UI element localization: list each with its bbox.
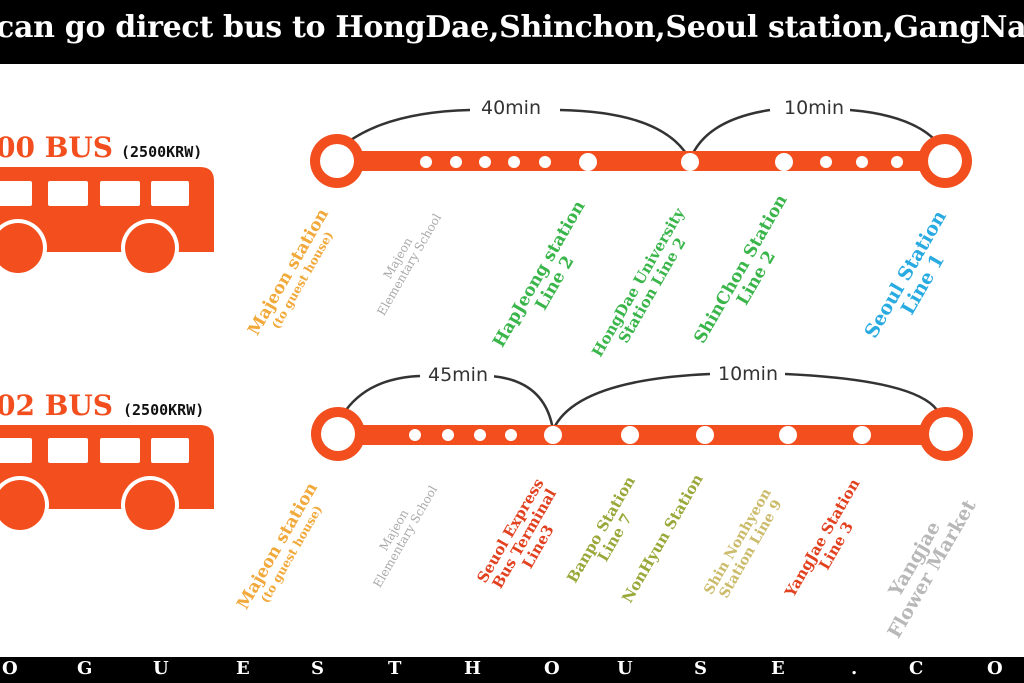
route-2-stop	[474, 429, 486, 441]
route-1-stop	[508, 156, 520, 168]
route-1-segment-2-time: 10min	[778, 97, 851, 119]
route-2-track	[338, 425, 948, 445]
route-1-stop	[820, 156, 832, 168]
footer-letter: O	[544, 658, 560, 679]
route-1-stop	[856, 156, 868, 168]
footer-letter: O	[2, 658, 18, 679]
route-1-bus-number: 00 BUS	[0, 131, 114, 164]
footer-letter: C	[909, 658, 924, 679]
footer-letter: S	[311, 658, 324, 679]
route-1-station	[775, 153, 793, 171]
footer-letter: E	[236, 658, 250, 679]
route-line-1	[310, 108, 972, 188]
route-1-stop	[420, 156, 432, 168]
route-2-bus-price: (2500KRW)	[123, 401, 205, 419]
route-1-station	[681, 153, 699, 171]
route-1-segment-1-time: 40min	[475, 97, 548, 119]
footer-letter: E	[771, 658, 785, 679]
route-1-stop	[479, 156, 491, 168]
route-2-station	[621, 426, 639, 444]
route-2-station	[544, 426, 562, 444]
footer-letter: H	[464, 658, 482, 679]
route-1-stop	[539, 156, 551, 168]
bus-icon-route-2	[0, 425, 214, 534]
route-2-station	[779, 426, 797, 444]
route-1-stop	[891, 156, 903, 168]
footer-letter: O	[987, 658, 1003, 679]
route-2-station	[853, 426, 871, 444]
bus-icon-route-1	[0, 167, 214, 277]
footer-letter: U	[617, 658, 633, 679]
header-bar: can go direct bus to HongDae,Shinchon,Se…	[0, 0, 1024, 64]
route-1-stop	[450, 156, 462, 168]
route-2-segment-1-time: 45min	[422, 364, 495, 386]
route-1-station	[579, 153, 597, 171]
route-line-2	[311, 372, 973, 461]
footer-letter: .	[851, 658, 858, 679]
route-2-stop	[409, 429, 421, 441]
route-1-bus-price: (2500KRW)	[121, 143, 203, 161]
footer-bar: O G U E S T H O U S E . C O	[0, 657, 1024, 683]
route-2-station	[696, 426, 714, 444]
route-2-stop	[442, 429, 454, 441]
footer-letter: G	[77, 658, 93, 679]
footer-letter: T	[388, 658, 402, 679]
route-2-segment-2-time: 10min	[712, 363, 785, 385]
footer-letter: U	[153, 658, 169, 679]
route-2-stop	[505, 429, 517, 441]
footer-letter: S	[694, 658, 707, 679]
header-title: can go direct bus to HongDae,Shinchon,Se…	[0, 10, 1024, 45]
route-1-track	[338, 151, 948, 171]
route-2-bus-number: 02 BUS	[0, 389, 114, 422]
